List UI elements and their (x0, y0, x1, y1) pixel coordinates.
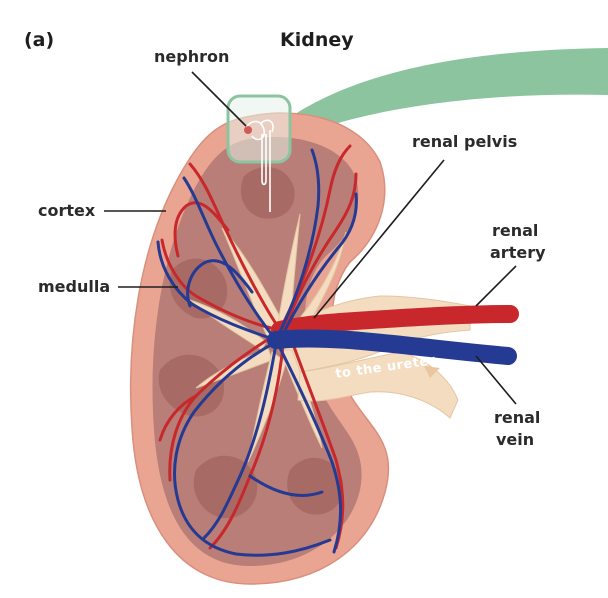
renal-pelvis-leader (313, 159, 445, 319)
renal-artery (158, 144, 519, 550)
renal-vein-leader (475, 355, 517, 405)
nephron-zoom-box (226, 94, 292, 164)
cortex-label: cortex (38, 201, 96, 220)
renal-pelvis-label: renal pelvis (412, 132, 517, 151)
nephron-icon (245, 119, 274, 212)
renal-vein (156, 148, 517, 557)
glomerulus-icon (244, 126, 252, 134)
medulla-label: medulla (38, 277, 110, 296)
renal-artery-leader (475, 265, 517, 307)
renal-vein-label-line1: renal (494, 408, 540, 427)
nephron-zoom-callout (289, 48, 608, 140)
nephron-label: nephron (154, 47, 229, 66)
renal-vein-label-line2: vein (496, 430, 534, 449)
ureter-arrow-icon (424, 366, 440, 378)
renal-artery-label-line1: renal (492, 221, 538, 240)
nephron-leader (191, 71, 247, 127)
ureter (297, 351, 459, 419)
renal-artery-label-line2: artery (490, 243, 546, 262)
panel-label: (a) (24, 29, 54, 51)
renal-pyramids (158, 166, 344, 519)
page-title: Kidney (280, 29, 354, 51)
